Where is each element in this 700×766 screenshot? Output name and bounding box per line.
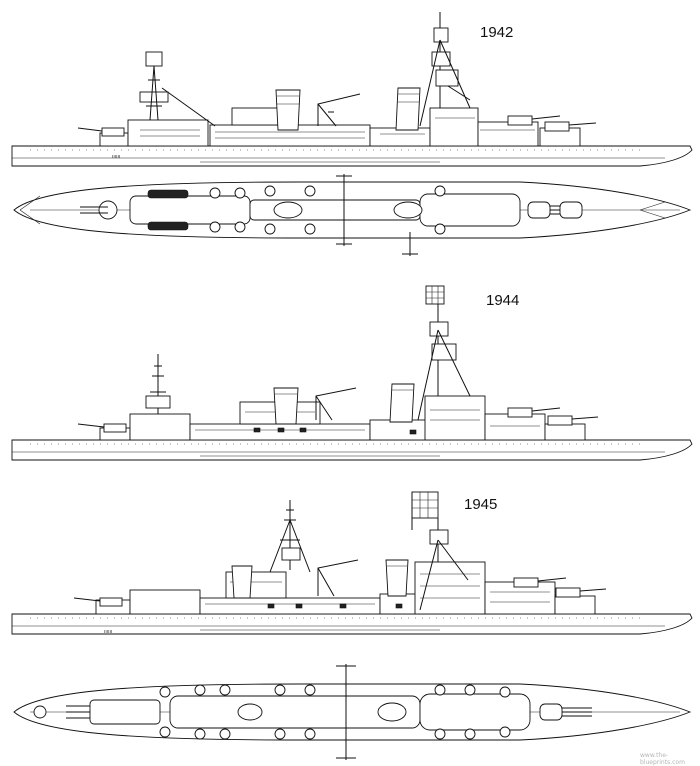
svg-text:ıııııı: ıııııı (112, 154, 120, 160)
aft-mast-1944 (145, 354, 171, 414)
funnel-icon (275, 87, 421, 131)
hull-1944 (11, 439, 693, 461)
fore-mast-1945 (411, 491, 469, 611)
funnel-icon (231, 559, 409, 599)
fore-mast-1942 (419, 12, 471, 127)
profile-1945: ıııııı (11, 491, 693, 635)
year-label-1945: 1945 (464, 496, 498, 513)
deckhouse-plan-1942 (129, 174, 521, 256)
watermark: www.the-blueprints.com (640, 752, 685, 766)
gun-turret-icon (77, 407, 599, 433)
superstructure-1942 (99, 107, 581, 147)
hull-1945 (11, 613, 693, 635)
superstructure-1945 (95, 561, 596, 615)
crane-1942 (317, 93, 361, 127)
profile-1944 (11, 285, 693, 461)
gun-turret-plan-icon (80, 200, 583, 220)
aft-mast-1942 (139, 51, 216, 127)
plan-1945 (13, 664, 692, 760)
aa-mount-plan (209, 185, 446, 235)
gun-turret-icon (77, 115, 597, 137)
funnel-icon (273, 383, 415, 425)
profile-1942: ıııııı (11, 12, 693, 167)
fore-mast-1944 (417, 285, 471, 421)
year-label-1942: 1942 (480, 24, 514, 41)
deckhouse-plan-1945 (66, 664, 592, 760)
superstructure-1944 (99, 395, 586, 441)
year-label-1944: 1944 (486, 292, 520, 309)
hull-1942 (11, 145, 693, 167)
aft-mast-1945 (269, 500, 311, 573)
aa-mount-plan (33, 684, 511, 740)
gun-turret-icon (73, 577, 607, 607)
plan-1942 (13, 174, 692, 256)
crane-1944 (315, 387, 357, 421)
svg-text:ıııııı: ıııııı (104, 629, 112, 635)
crane-1945 (317, 559, 359, 597)
